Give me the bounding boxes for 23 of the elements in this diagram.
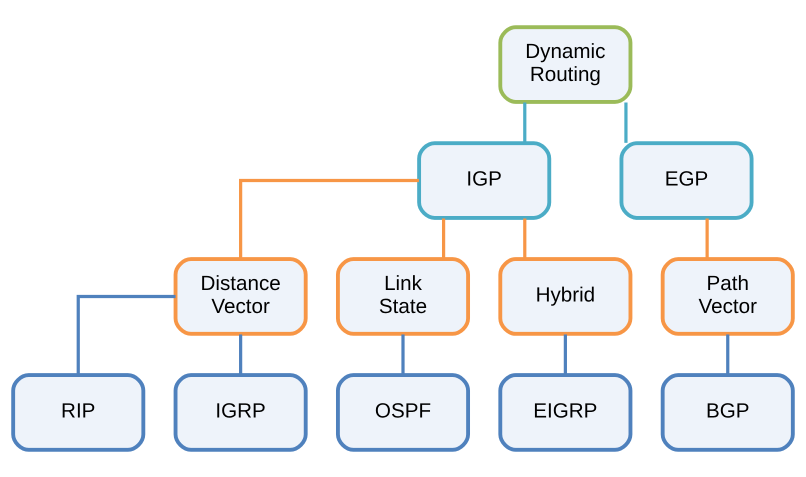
node-box: EGP (620, 141, 754, 220)
connector (706, 218, 709, 259)
node-box: EIGRP (498, 373, 632, 452)
connector (76, 294, 176, 374)
node-box: IGRP (174, 373, 308, 452)
node-box: Hybrid (498, 257, 632, 336)
connector (401, 334, 405, 375)
connector (564, 334, 567, 375)
node-box: IGP (417, 141, 552, 220)
node-box: RIP (11, 373, 146, 452)
connector (523, 218, 526, 259)
node-box: Link State (336, 257, 470, 336)
node-box: Dynamic Routing (498, 25, 632, 104)
node-box: BGP (660, 373, 795, 452)
connector (624, 102, 628, 143)
connector (239, 334, 242, 375)
node-box: Path Vector (660, 257, 795, 336)
connector (239, 178, 419, 259)
connector (523, 102, 526, 143)
connector (726, 334, 730, 375)
connector (442, 218, 446, 259)
node-box: OSPF (336, 373, 470, 452)
node-box: Distance Vector (174, 257, 308, 336)
